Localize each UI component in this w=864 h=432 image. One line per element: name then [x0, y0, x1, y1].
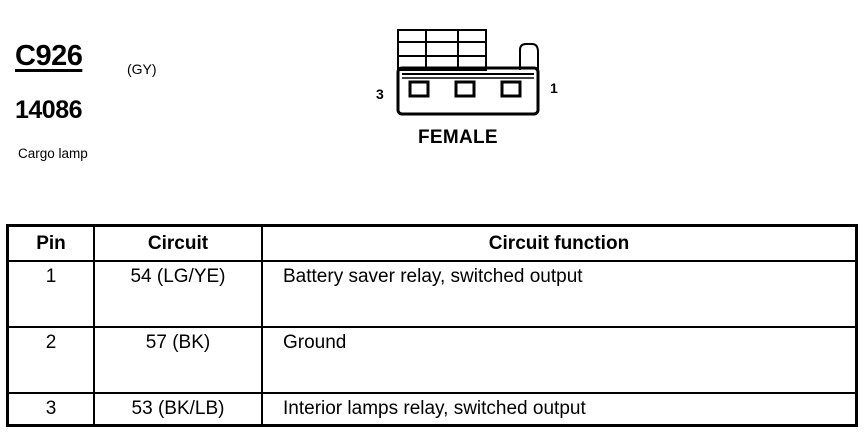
- connector-description: Cargo lamp: [18, 146, 88, 161]
- cell-pin: 1: [6, 260, 95, 328]
- connector-body: [396, 66, 540, 116]
- cell-circuit: 57 (BK): [93, 326, 263, 394]
- cell-function: Battery saver relay, switched output: [261, 260, 858, 328]
- cell-circuit: 54 (LG/YE): [93, 260, 263, 328]
- header-circuit: Circuit: [93, 224, 263, 262]
- cell-circuit: 53 (BK/LB): [93, 392, 263, 427]
- cavity-1: [500, 80, 522, 98]
- connector-id: C926: [15, 40, 83, 72]
- table-row: 2 57 (BK) Ground: [6, 326, 858, 394]
- cell-pin: 2: [6, 326, 95, 394]
- cell-function: Ground: [261, 326, 858, 394]
- header-circuit-function: Circuit function: [261, 224, 858, 262]
- header-pin: Pin: [6, 224, 95, 262]
- color-code: (GY): [127, 61, 157, 77]
- cell-pin: 3: [6, 392, 95, 427]
- pin-label-left: 3: [376, 86, 384, 102]
- pin-label-right: 1: [550, 80, 558, 96]
- part-number: 14086: [15, 96, 83, 124]
- table-header-row: Pin Circuit Circuit function: [6, 224, 858, 262]
- connector-gender: FEMALE: [418, 127, 498, 148]
- table-row: 3 53 (BK/LB) Interior lamps relay, switc…: [6, 392, 858, 427]
- connector-latch: [397, 29, 539, 71]
- cavity-2: [454, 80, 476, 98]
- connector-diagram: [396, 29, 540, 116]
- cavity-3: [408, 80, 430, 98]
- table-row: 1 54 (LG/YE) Battery saver relay, switch…: [6, 260, 858, 328]
- pin-table: Pin Circuit Circuit function 1 54 (LG/YE…: [6, 224, 858, 427]
- cell-function: Interior lamps relay, switched output: [261, 392, 858, 427]
